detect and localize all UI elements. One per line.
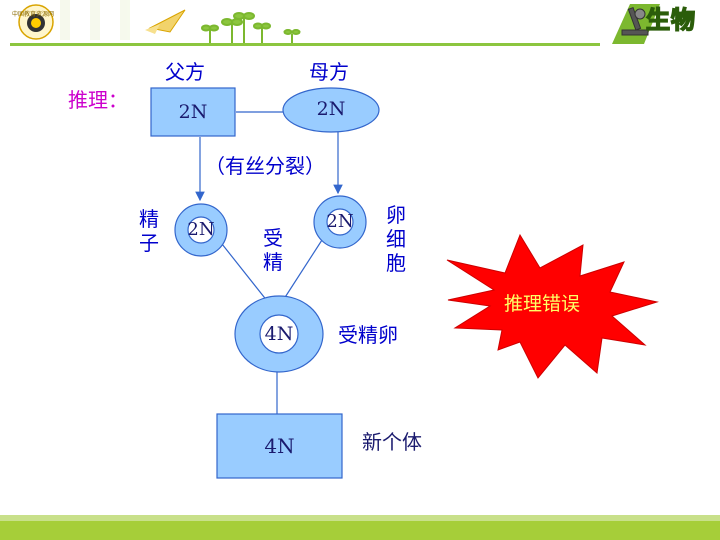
sperm-label: 精 子 [138,207,160,255]
sperm-cell-value: 2N [187,219,215,240]
new-individual-box [216,413,343,479]
father-label: 父方 [165,60,205,84]
sprout-icons [201,12,301,43]
mother-cell-value: 2N [316,98,346,120]
sperm-nucleus [187,216,215,244]
error-burst-text: 推理错误 [504,293,581,315]
new-individual-value: 4N [264,434,295,458]
mother-label: 母方 [309,60,349,84]
microscope-icon [621,6,649,36]
fertilization-label-char: 受 [263,226,283,250]
sperm-label-char: 精 [139,207,159,231]
zygote-nucleus [259,314,299,354]
egg-label: 卵 细 胞 [385,203,407,275]
reasoning-label: 推理： [68,88,128,112]
header-decoration [10,0,720,46]
sperm-fusion-line [221,243,269,303]
paper-plane-icon [145,9,186,34]
father-cell-box [150,87,236,137]
egg-label-char: 细 [386,227,406,251]
father-cell-value: 2N [178,101,208,123]
fertilization-label: 受 精 [262,226,284,274]
egg-nucleus [326,208,354,236]
zygote-label: 受精卵 [338,323,398,347]
zygote-cell-value: 4N [264,323,294,345]
header-line [10,43,600,46]
footer-thin-bar [0,515,720,521]
footer-bar [0,521,720,540]
egg-label-char: 卵 [386,203,406,227]
mitosis-label: （有丝分裂） [205,154,325,178]
logo-text: 中国教育资源网 [12,11,55,18]
egg-fusion-line [281,239,323,303]
logo-icon [18,4,54,40]
egg-cell-value: 2N [326,211,354,232]
mother-cell-ellipse [282,87,380,133]
new-individual-label: 新个体 [362,430,422,454]
sperm-label-char: 子 [139,231,159,255]
fertilization-label-char: 精 [263,250,283,274]
subject-badge: 生物 [645,6,696,34]
error-burst [446,233,659,379]
egg-label-char: 胞 [386,251,406,275]
header-stripes [60,0,130,40]
